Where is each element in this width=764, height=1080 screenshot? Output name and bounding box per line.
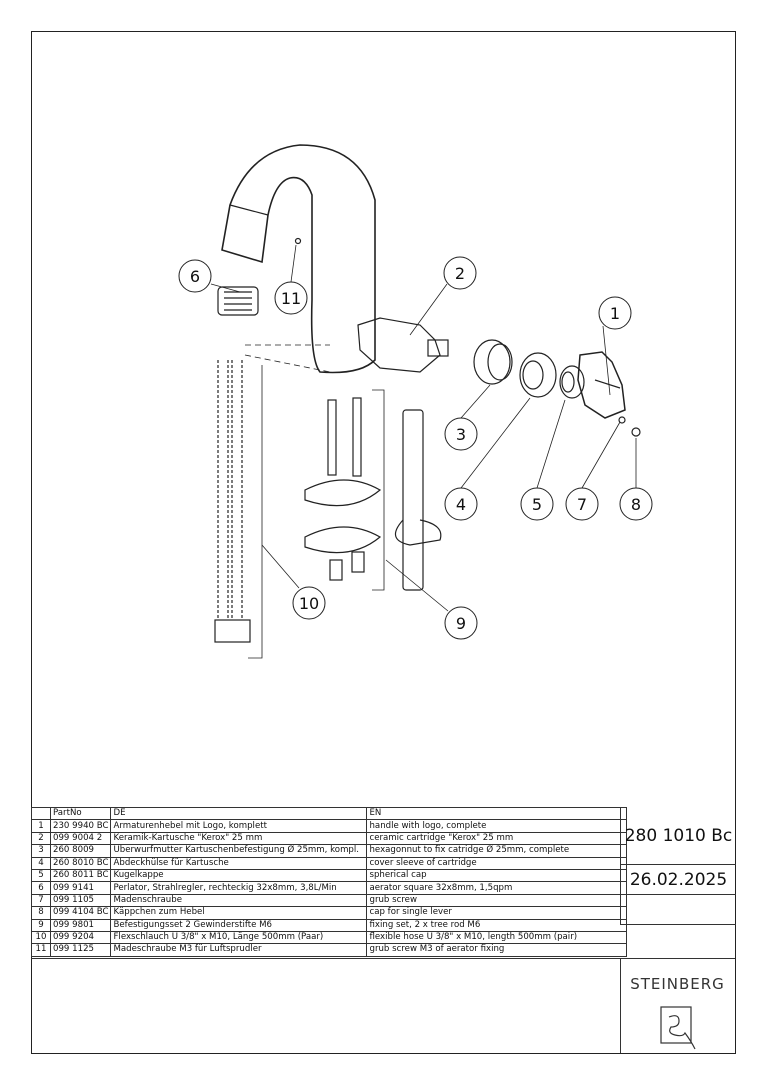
row-number: 1 — [31, 819, 51, 833]
header-partno: PartNo — [49, 806, 112, 821]
drawing-date: 26.02.2025 — [620, 865, 736, 895]
callout-circle-2 — [443, 256, 477, 290]
callout-circle-9 — [444, 606, 478, 640]
description-de: Käppchen zum Hebel — [110, 906, 368, 920]
description-de: Armaturenhebel mit Logo, komplett — [110, 819, 368, 833]
description-de: Perlator, Strahlregler, rechteckig 32x8m… — [110, 881, 368, 895]
header-en: EN — [366, 806, 628, 821]
callout-circle-4 — [444, 487, 478, 521]
description-en: handle with logo, complete — [366, 819, 628, 833]
table-header-row: PartNo DE EN — [31, 806, 628, 821]
cover-sleeve-part — [519, 352, 557, 398]
description-de: Abdeckhülse für Kartusche — [110, 856, 368, 870]
part-number: 260 8010 BC — [49, 856, 112, 870]
handle-part — [577, 351, 626, 419]
description-en: cap for single lever — [366, 906, 628, 920]
description-en: hexagonnut to fix catridge Ø 25mm, compl… — [366, 844, 628, 858]
row-number: 3 — [31, 844, 51, 858]
callout-label: 9 — [456, 614, 466, 633]
callout-circle-1 — [598, 296, 632, 330]
row-number: 10 — [31, 930, 51, 945]
aerator-part — [217, 286, 259, 316]
callout-label: 11 — [281, 289, 301, 308]
part-number: 099 9141 — [49, 881, 112, 895]
callout-label: 8 — [631, 495, 641, 514]
divider — [620, 958, 621, 1053]
callout-label: 7 — [577, 495, 587, 514]
part-number: 099 9801 — [49, 918, 112, 932]
callout-label: 2 — [455, 264, 465, 283]
brand-name: STEINBERG — [630, 975, 725, 993]
description-de: Madenschraube — [110, 893, 368, 908]
part-number: 099 4104 BC — [49, 906, 112, 920]
part-number: 099 1105 — [49, 893, 112, 908]
spherical-cap-part — [559, 365, 585, 399]
callout-circle-6 — [178, 259, 212, 293]
description-en: fixing set, 2 x tree rod M6 — [366, 918, 628, 932]
description-de: Flexschlauch Ü 3/8" x M10, Länge 500mm (… — [110, 930, 368, 945]
flexible-hose-part — [217, 360, 243, 620]
callout-circle-5 — [520, 487, 554, 521]
description-en: grub screw — [366, 893, 628, 908]
drawing-frame — [31, 31, 736, 1054]
article-number: 280 1010 Bc — [620, 807, 736, 865]
description-en: flexible hose Ü 3/8" x M10, length 500mm… — [366, 930, 628, 945]
callout-circle-3 — [444, 417, 478, 451]
header-de: DE — [110, 806, 368, 821]
description-de: Befestigungsset 2 Gewinderstifte M6 — [110, 918, 368, 932]
brand-logo-icon — [660, 1006, 696, 1050]
callout-circle-7 — [565, 487, 599, 521]
part-number: 260 8009 — [49, 844, 112, 858]
divider — [31, 958, 735, 959]
part-number: 260 8011 BC — [49, 868, 112, 883]
row-number: 2 — [31, 831, 51, 846]
description-en: spherical cap — [366, 868, 628, 883]
row-number: 5 — [31, 868, 51, 883]
hex-nut-part — [473, 339, 511, 385]
description-en: grub screw M3 of aerator fixing — [366, 943, 628, 957]
row-number: 4 — [31, 856, 51, 870]
header-no — [31, 806, 51, 821]
callout-label: 5 — [532, 495, 542, 514]
description-en: ceramic cartridge "Kerox" 25 mm — [366, 831, 628, 846]
callout-label: 10 — [299, 594, 319, 613]
row-number: 6 — [31, 881, 51, 895]
callout-circle-11 — [274, 281, 308, 315]
row-number: 11 — [31, 943, 51, 957]
description-en: cover sleeve of cartridge — [366, 856, 628, 870]
callout-label: 3 — [456, 425, 466, 444]
callout-label: 1 — [610, 304, 620, 323]
part-number: 099 1125 — [49, 943, 112, 957]
row-number: 9 — [31, 918, 51, 932]
description-de: Überwurfmutter Kartuschenbefestigung Ø 2… — [110, 844, 368, 858]
part-number: 099 9004 2 — [49, 831, 112, 846]
part-number: 099 9204 — [49, 930, 112, 945]
callout-circle-8 — [619, 487, 653, 521]
description-de: Madeschraube M3 für Luftsprudler — [110, 943, 368, 957]
callout-circle-10 — [292, 586, 326, 620]
cartridge-part — [357, 317, 441, 373]
description-de: Keramik-Kartusche "Kerox" 25 mm — [110, 831, 368, 846]
row-number: 8 — [31, 906, 51, 920]
description-de: Kugelkappe — [110, 868, 368, 883]
faucet-body — [221, 144, 376, 374]
part-number: 230 9940 BC — [49, 819, 112, 833]
callout-label: 4 — [456, 495, 466, 514]
title-block-empty — [620, 895, 736, 925]
description-en: aerator square 32x8mm, 1,5qpm — [366, 881, 628, 895]
callout-label: 6 — [190, 267, 200, 286]
row-number: 7 — [31, 893, 51, 908]
